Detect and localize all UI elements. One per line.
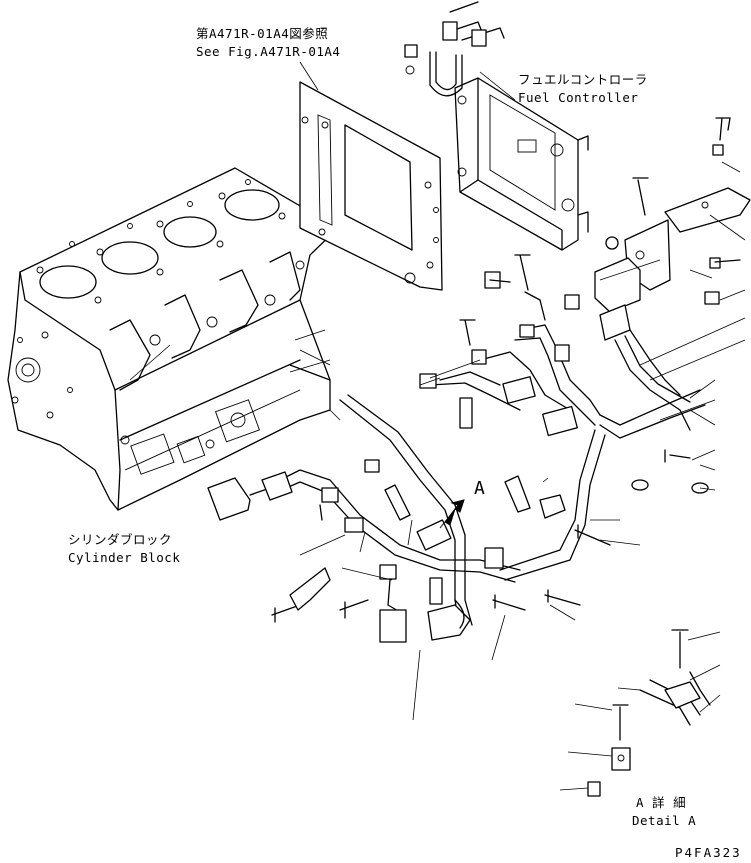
detail-a-label-en: Detail A bbox=[632, 813, 697, 828]
detail-a bbox=[587, 629, 711, 797]
cylinder-block bbox=[7, 167, 339, 511]
detail-a-label-jp: A 詳 細 bbox=[636, 795, 687, 810]
ref-label-jp: 第A471R-01A4図参照 bbox=[196, 26, 329, 41]
top-hardware bbox=[404, 1, 505, 97]
view-a-label: A bbox=[474, 478, 486, 499]
fuel-controller-label-en: Fuel Controller bbox=[518, 90, 639, 105]
cylinder-block-label-en: Cylinder Block bbox=[68, 550, 181, 565]
fuel-controller-label-jp: フュエルコントローラ bbox=[518, 72, 648, 87]
ref-label-en: See Fig.A471R-01A4 bbox=[196, 44, 341, 59]
drawing-number: P4FA323 bbox=[675, 845, 742, 860]
wire-harness bbox=[207, 254, 709, 643]
leader-lines bbox=[129, 61, 746, 791]
fuel-controller bbox=[454, 77, 589, 251]
mounting-plate bbox=[299, 81, 443, 291]
cylinder-block-label-jp: シリンダブロック bbox=[68, 532, 173, 547]
